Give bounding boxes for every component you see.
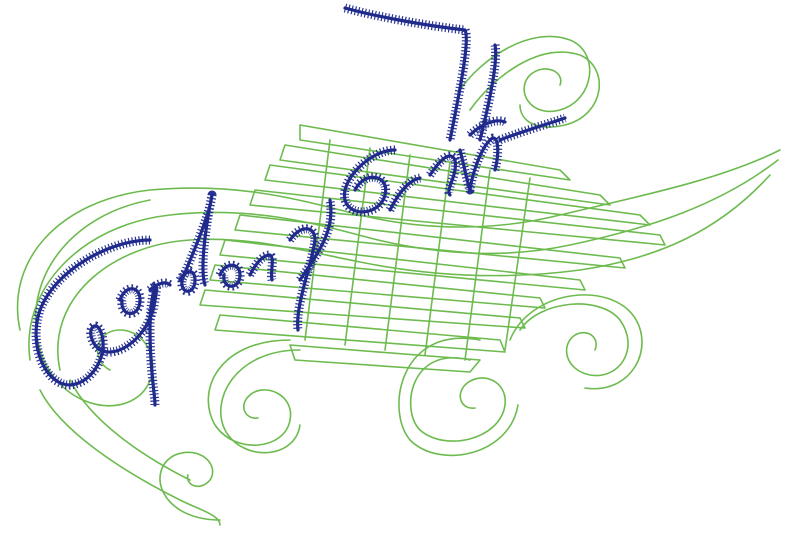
- swirl-ornament: [16, 35, 781, 526]
- embroidered-signature: [31, 3, 567, 407]
- bottom-mid-spiral: [409, 357, 506, 442]
- bottom-center-spiral-2: [220, 349, 301, 454]
- signature-stroke-h: [466, 44, 507, 142]
- inner-sweep: [57, 174, 771, 371]
- bottom-center-spiral-1: [207, 339, 292, 446]
- bottom-mid-spiral-outer: [398, 337, 519, 457]
- left-spiral: [34, 199, 154, 407]
- top-right-spiral: [459, 35, 591, 113]
- lower-sweep: [39, 389, 221, 526]
- lower-sweep-2: [69, 379, 191, 481]
- right-spiral-outer: [509, 294, 643, 390]
- lattice-band: [199, 124, 666, 373]
- bottom-left-spiral: [159, 451, 221, 521]
- right-spiral: [519, 303, 629, 377]
- top-right-spiral-outer: [469, 51, 601, 128]
